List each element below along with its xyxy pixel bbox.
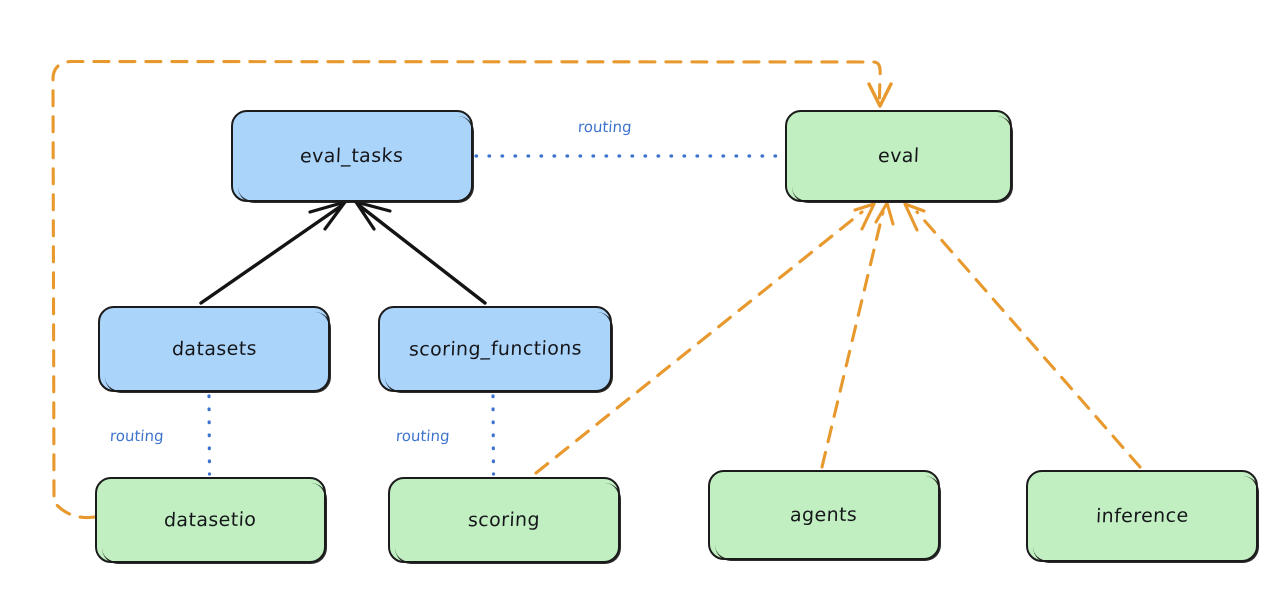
- node-eval-tasks[interactable]: eval_tasks: [231, 110, 474, 203]
- edge-scoring-functions-to-scoring: [491, 394, 496, 476]
- node-scoring-functions[interactable]: scoring_functions: [378, 306, 613, 393]
- edge-scoring-functions-to-eval-tasks: [354, 200, 487, 305]
- edge-inference-to-eval: [903, 202, 1142, 469]
- node-label-scoring: scoring: [467, 508, 541, 532]
- edge-agents-to-eval: [820, 201, 895, 469]
- node-inference[interactable]: inference: [1026, 470, 1259, 563]
- node-eval[interactable]: eval: [785, 110, 1013, 203]
- edge-label-routing-datasetio: routing: [109, 427, 165, 445]
- node-label-datasetio: datasetio: [163, 508, 258, 532]
- node-datasetio[interactable]: datasetio: [95, 477, 327, 564]
- edge-label-routing-scoring: routing: [395, 427, 451, 445]
- edge-datasets-to-eval-tasks: [199, 200, 347, 305]
- node-label-scoring-functions: scoring_functions: [407, 337, 583, 361]
- node-scoring[interactable]: scoring: [388, 477, 621, 564]
- node-label-eval-tasks: eval_tasks: [299, 144, 405, 168]
- edge-label-routing-eval: routing: [577, 118, 633, 136]
- node-datasets[interactable]: datasets: [98, 306, 331, 393]
- node-label-eval: eval: [877, 144, 920, 168]
- node-label-inference: inference: [1095, 504, 1189, 528]
- node-label-datasets: datasets: [171, 337, 257, 361]
- edge-datasets-to-datasetio: [207, 394, 212, 476]
- node-agents[interactable]: agents: [708, 470, 941, 561]
- node-label-agents: agents: [789, 503, 859, 527]
